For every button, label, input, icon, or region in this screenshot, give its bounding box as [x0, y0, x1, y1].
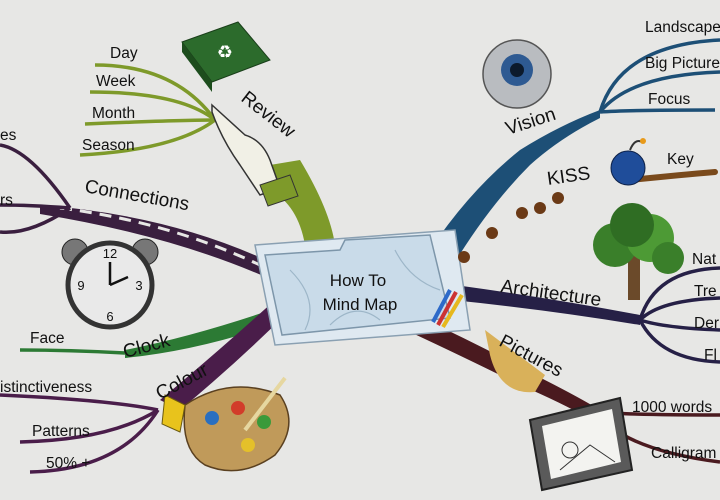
pencils-icon — [431, 289, 464, 329]
architecture-item-tre: Tre — [694, 283, 717, 300]
svg-text:9: 9 — [77, 278, 84, 293]
review-item-week: Week — [96, 73, 136, 90]
review-item-day: Day — [110, 45, 138, 62]
clock-subbranch — [19, 348, 126, 355]
connections-subbranches — [0, 143, 72, 235]
review-item-season: Season — [82, 137, 135, 154]
branch-label-kiss: KISS — [546, 163, 592, 190]
svg-text:6: 6 — [106, 309, 113, 324]
connections-item-rs: rs — [0, 192, 13, 209]
pictures-item-1000-words: 1000 words — [632, 399, 712, 416]
alarm-clock-icon: 12 3 6 9 — [61, 238, 159, 330]
review-item-month: Month — [92, 105, 135, 122]
central-folder — [254, 229, 471, 346]
clock-item-face: Face — [30, 330, 64, 347]
center-title-line1: How To — [330, 271, 386, 290]
colour-item-50-percent: 50% + — [46, 455, 90, 472]
architecture-item-der: Der — [694, 315, 719, 332]
architecture-item-nat: Nat — [692, 251, 717, 268]
vision-subbranches — [598, 38, 720, 114]
svg-text:3: 3 — [135, 278, 142, 293]
svg-text:12: 12 — [103, 246, 117, 261]
branch-clock — [125, 305, 292, 358]
picture-frame-icon — [528, 396, 634, 492]
recycle-icon: ♻ — [181, 21, 271, 92]
branch-label-connections: Connections — [83, 176, 191, 215]
branch-architecture — [452, 285, 640, 325]
center-title-line2: Mind Map — [323, 295, 398, 314]
review-subbranches — [79, 63, 217, 157]
vision-item-focus: Focus — [648, 91, 690, 108]
architecture-subbranches — [638, 266, 720, 364]
palette-icon — [161, 376, 290, 472]
branch-connections — [40, 205, 270, 278]
branch-connections-dash — [59, 206, 263, 268]
colour-subbranches — [0, 393, 160, 474]
kiss-dots — [458, 192, 564, 263]
colour-item-distinctiveness: istinctiveness — [0, 379, 92, 396]
pointing-hand-icon — [211, 103, 299, 207]
branch-label-clock: Clock — [121, 330, 173, 363]
branch-colour — [160, 300, 290, 410]
colour-item-patterns: Patterns — [32, 423, 90, 440]
bomb-icon — [610, 138, 646, 186]
pictures-brush — [485, 330, 545, 393]
branch-label-review: Review — [237, 87, 299, 142]
connections-item-es: es — [0, 127, 17, 144]
tree-icon — [593, 203, 684, 300]
eye-icon — [482, 39, 552, 109]
vision-item-landscape: Landscape — [645, 19, 720, 36]
branch-vision — [430, 110, 600, 262]
pictures-item-calligram: Calligram — [651, 445, 716, 462]
architecture-item-fl: Fl — [704, 347, 717, 364]
vision-item-big-picture: Big Picture — [645, 55, 720, 72]
svg-text:♻: ♻ — [217, 42, 233, 63]
kiss-item-key: Key — [667, 151, 694, 168]
